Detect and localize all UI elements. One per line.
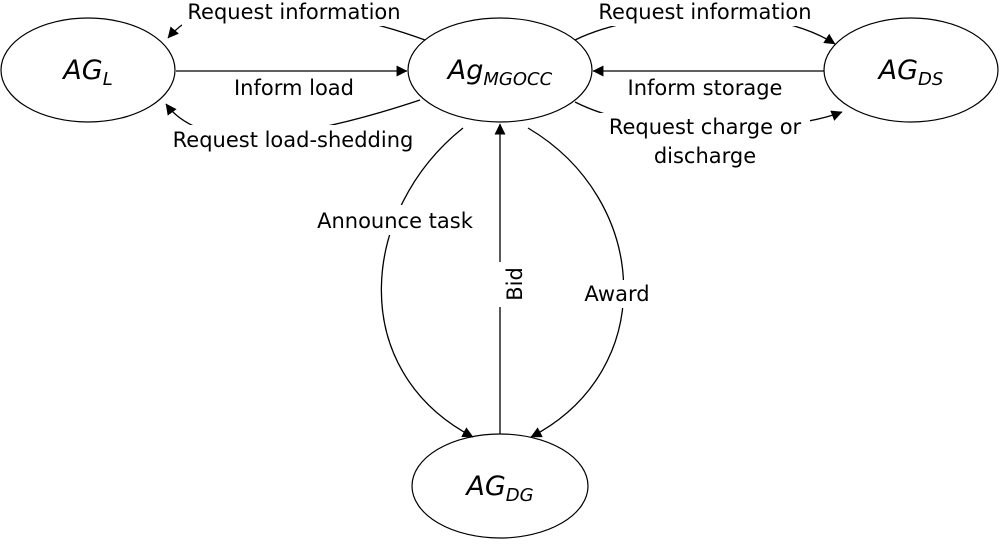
label-request-load-shedding: Request load-shedding — [173, 128, 414, 152]
label-request-information-left: Request information — [187, 0, 400, 24]
node-ag-mgocc-base: Ag — [446, 55, 484, 86]
node-ag-mgocc-sub: MGOCC — [483, 69, 552, 90]
node-ag-dg: AGDG — [411, 433, 589, 539]
label-inform-storage: Inform storage — [628, 76, 783, 100]
label-inform-load: Inform load — [234, 76, 354, 100]
label-announce-task: Announce task — [317, 209, 474, 233]
edge-announce-task — [380, 127, 474, 438]
svg-text:AGDG: AGDG — [464, 471, 533, 506]
label-request-information-right: Request information — [598, 0, 811, 24]
node-ag-ds: AGDS — [823, 17, 999, 123]
node-ag-l-base: AG — [61, 55, 102, 86]
node-ag-ds-sub: DS — [918, 69, 943, 90]
svg-text:AGDS: AGDS — [877, 55, 944, 90]
node-ag-dg-sub: DG — [506, 485, 534, 506]
svg-text:AgMGOCC: AgMGOCC — [446, 55, 553, 90]
label-request-charge-line1: Request charge or — [609, 115, 802, 139]
label-award: Award — [584, 282, 649, 306]
node-ag-dg-base: AG — [464, 471, 505, 502]
label-bid: Bid — [503, 267, 527, 301]
svg-text:AGL: AGL — [61, 55, 112, 90]
node-ag-mgocc: AgMGOCC — [407, 17, 593, 123]
node-ag-ds-base: AG — [877, 55, 918, 86]
node-ag-l-sub: L — [103, 69, 113, 90]
node-ag-l: AGL — [0, 17, 176, 123]
label-request-charge-line2: discharge — [654, 144, 756, 168]
